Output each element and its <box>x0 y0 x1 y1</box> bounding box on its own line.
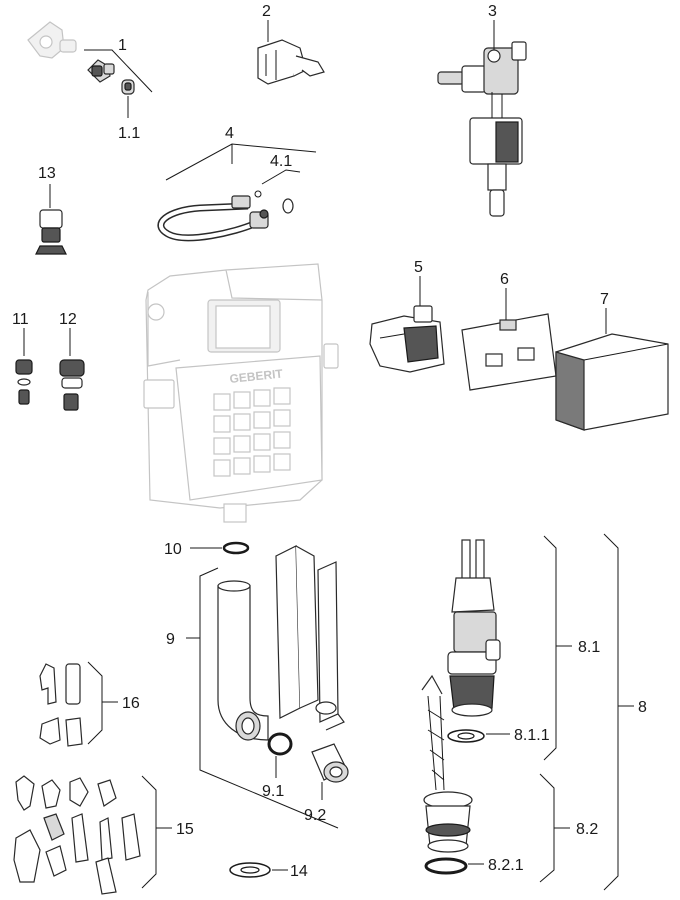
label-7: 7 <box>600 291 609 308</box>
part-9-1-seal <box>267 732 293 756</box>
part-12-fitting <box>59 359 85 411</box>
part-8-2-float-assembly <box>421 674 473 853</box>
label-8-2: 8.2 <box>576 821 598 838</box>
part-4-hose <box>157 190 294 242</box>
part-16-clips <box>39 663 83 747</box>
label-11: 11 <box>12 311 29 328</box>
part-6-plate <box>461 313 557 391</box>
label-6: 6 <box>500 271 509 288</box>
part-15-fixings <box>13 775 141 895</box>
part-9-flush-bend <box>217 580 269 741</box>
label-3: 3 <box>488 3 497 20</box>
part-8-1-flush-valve <box>447 539 501 717</box>
part-8-2-1-seal <box>424 857 468 875</box>
part-3-fill-valve <box>437 41 527 217</box>
brand-wordmark: GEBERIT <box>229 366 284 386</box>
label-12: 12 <box>59 311 77 328</box>
part-7-module <box>555 333 669 431</box>
label-8: 8 <box>638 699 647 716</box>
part-13-fitting <box>35 209 67 255</box>
cistern-grid <box>213 387 291 477</box>
label-15: 15 <box>176 821 194 838</box>
label-13: 13 <box>38 165 56 182</box>
part-2-bracket <box>257 39 325 85</box>
label-1: 1 <box>118 37 127 54</box>
part-5-actuator <box>369 305 445 373</box>
part-9-shell <box>275 545 345 731</box>
label-9: 9 <box>166 631 175 648</box>
cistern-frame: GEBERIT <box>143 263 339 523</box>
label-5: 5 <box>414 259 423 276</box>
part-9-2-connector <box>311 743 349 783</box>
label-8-2-1: 8.2.1 <box>488 857 524 874</box>
part-11-fitting <box>15 359 33 405</box>
part-1-angle-valve <box>27 21 135 95</box>
label-14: 14 <box>290 863 308 880</box>
label-9-2: 9.2 <box>304 807 326 824</box>
label-9-1: 9.1 <box>262 783 284 800</box>
label-2: 2 <box>262 3 271 20</box>
label-16: 16 <box>122 695 140 712</box>
label-4-1: 4.1 <box>270 153 292 170</box>
label-4: 4 <box>225 125 234 142</box>
label-8-1: 8.1 <box>578 639 600 656</box>
label-10: 10 <box>164 541 182 558</box>
part-10-seal-ring <box>222 541 250 555</box>
label-8-1-1: 8.1.1 <box>514 727 550 744</box>
label-1-1: 1.1 <box>118 125 140 142</box>
